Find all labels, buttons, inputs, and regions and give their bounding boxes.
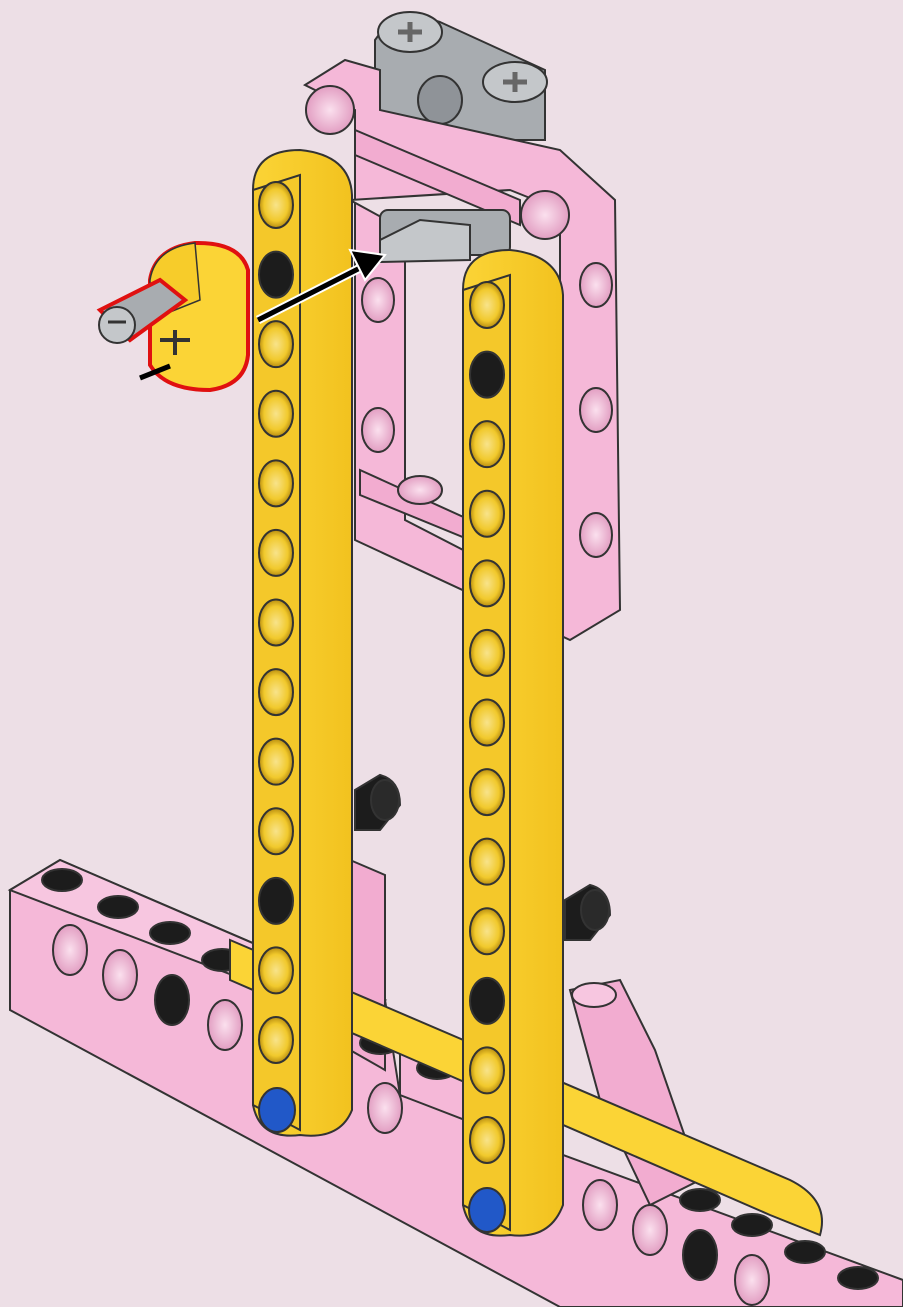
beam-hole — [259, 391, 293, 437]
beam-hole-with-pin — [259, 252, 293, 298]
blue-pin-right — [469, 1188, 505, 1232]
blue-pin-left — [259, 1088, 295, 1132]
beam-hole — [470, 491, 504, 537]
beam-hole — [259, 808, 293, 854]
beam-hole — [259, 669, 293, 715]
beam-hole — [470, 700, 504, 746]
beam-hole-with-pin — [470, 978, 504, 1024]
beam-hole-with-pin — [259, 878, 293, 924]
beam-hole — [259, 947, 293, 993]
beam-hole — [470, 630, 504, 676]
beam-hole — [470, 560, 504, 606]
beam-hole-with-pin — [470, 352, 504, 398]
beam-hole — [470, 908, 504, 954]
beam-hole — [470, 839, 504, 885]
beam-hole — [259, 739, 293, 785]
beam-hole — [259, 182, 293, 228]
beam-hole — [259, 600, 293, 646]
beam-hole — [470, 282, 504, 328]
beam-hole — [259, 1017, 293, 1063]
beam-hole — [470, 769, 504, 815]
beam-hole — [259, 530, 293, 576]
beam-hole — [470, 1117, 504, 1163]
beam-hole — [259, 460, 293, 506]
beam-hole — [259, 321, 293, 367]
beam-hole — [470, 421, 504, 467]
beam-hole — [470, 1047, 504, 1093]
